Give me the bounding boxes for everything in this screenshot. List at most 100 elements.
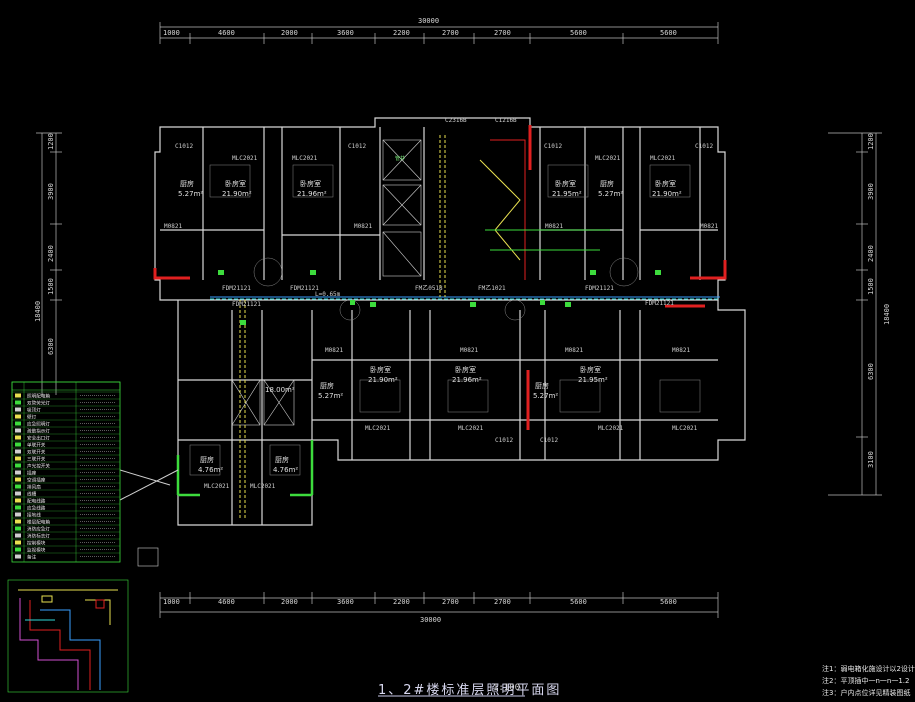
tag-mlc-6: MLC2021: [458, 425, 484, 432]
room-kitchen-area-3: 5.27m²: [318, 392, 343, 400]
legend-symbol-icon: [15, 540, 21, 545]
room-bedroom-3: 卧房室: [555, 179, 576, 188]
legend-row-label: 插座: [27, 470, 37, 477]
legend-symbol-icon: [15, 463, 21, 468]
left-seg-4: 6300: [47, 338, 55, 355]
bot-seg-8: 5600: [660, 598, 677, 606]
legend-table: 照明配电箱双管荧光灯吸顶灯壁灯应急照明灯疏散指示灯安全出口灯单联开关双联开关三联…: [11, 381, 121, 563]
tag-m0821-7: M0821: [565, 347, 583, 354]
legend-symbol-icon: [15, 428, 21, 433]
room-kitchen-area-4: 5.27m²: [533, 392, 558, 400]
legend-symbol-icon: [15, 491, 21, 496]
legend-row-label: 空调插座: [27, 477, 46, 484]
legend-row-label: 消防应急灯: [27, 526, 50, 533]
legend-row-label: 安全出口灯: [27, 435, 50, 442]
bot-seg-1: 4600: [218, 598, 235, 606]
right-seg-0: 1200: [867, 133, 875, 150]
legend-row-label: 监视模块: [27, 547, 46, 554]
legend-symbol-icon: [15, 442, 21, 447]
tag-fdm-5: FDM21121: [232, 301, 261, 308]
legend-row-label: 消防标志灯: [27, 533, 50, 540]
top-seg-7: 5600: [570, 29, 587, 37]
left-seg-2: 2400: [47, 245, 55, 262]
legend-symbol-icon: [15, 554, 21, 559]
tag-mlc-4: MLC2021: [650, 155, 676, 162]
legend-row-label: 配电线路: [27, 498, 46, 505]
building-walls: [154, 117, 746, 526]
tag-m0821-1: M0821: [164, 223, 182, 230]
tag-shaft: 管井: [395, 155, 405, 162]
top-seg-4: 2200: [393, 29, 410, 37]
bot-seg-4: 2200: [393, 598, 410, 606]
room-bedroom-5: 卧房室: [370, 365, 391, 374]
legend-row-label: 照明配电箱: [27, 393, 50, 400]
room-kitchen-3: 厨房: [320, 381, 334, 390]
left-seg-0: 1200: [47, 133, 55, 150]
note-2: 注2：平顶插中一n一n一1.2: [822, 677, 910, 685]
top-seg-2: 2000: [281, 29, 298, 37]
legend-row-label: 单联开关: [27, 442, 46, 449]
legend-row-label: 接地线: [27, 512, 41, 519]
tag-m0821-3: M0821: [545, 223, 563, 230]
legend-row-label: 壁灯: [27, 414, 37, 421]
room-kitchen-5: 厨房: [200, 455, 214, 464]
red-wall-accents: [153, 125, 727, 430]
furniture-hatch: [189, 164, 701, 476]
room-bedroom-area-2: 21.96m²: [297, 190, 327, 198]
legend-symbol-icon: [15, 533, 21, 538]
top-seg-6: 2700: [494, 29, 511, 37]
tag-m0821-6: M0821: [460, 347, 478, 354]
room-bedroom-area-1: 21.90m²: [222, 190, 252, 198]
bottom-total-dim: 30000: [420, 616, 441, 624]
right-dimension-chain: [828, 132, 882, 496]
legend-row-label: 双联开关: [27, 449, 46, 456]
room-bedroom-area-5: 21.90m²: [368, 376, 398, 384]
legend-row-label: 双管荧光灯: [27, 400, 50, 407]
tag-m0821-5: M0821: [325, 347, 343, 354]
tag-fire-door-2: FM乙1021: [478, 285, 506, 292]
legend-symbol-icon: [15, 449, 21, 454]
room-bedroom-area-6: 21.96m²: [452, 376, 482, 384]
room-labels: 厨房 5.27m² 卧房室 21.90m² 卧房室 21.96m² 卧房室 21…: [178, 179, 682, 474]
tag-c1012-6: C1012: [540, 437, 558, 444]
note-3: 注3：户内点位详见精装图纸: [822, 689, 911, 697]
left-seg-1: 3900: [47, 183, 55, 200]
room-kitchen-area-1: 5.27m²: [178, 190, 203, 198]
note-1: 注1：弱电箱化施设计以2设计: [822, 665, 915, 673]
top-seg-3: 3600: [337, 29, 354, 37]
top-seg-1: 4600: [218, 29, 235, 37]
top-dimension-chain: [159, 22, 719, 44]
legend-symbol-icon: [15, 519, 21, 524]
legend-symbol-icon: [15, 400, 21, 405]
legend-symbol-icon: [15, 498, 21, 503]
tag-mlc-10: MLC2021: [250, 483, 276, 490]
tag-line-length: L=0.65m: [315, 291, 341, 298]
bot-seg-7: 5600: [570, 598, 587, 606]
tag-c1012-2: C1012: [348, 143, 366, 150]
legend-symbol-icon: [15, 414, 21, 419]
left-seg-3: 1500: [47, 278, 55, 295]
fixture-markers: [218, 270, 661, 325]
tag-c2316b: C2316B: [445, 117, 467, 124]
legend-row-label: 备注: [27, 554, 37, 561]
bot-seg-0: 1000: [163, 598, 180, 606]
corridor-wiring: [119, 135, 720, 520]
top-seg-5: 2700: [442, 29, 459, 37]
room-bedroom-area-7: 21.95m²: [578, 376, 608, 384]
room-kitchen-6: 厨房: [275, 455, 289, 464]
right-seg-2: 2400: [867, 245, 875, 262]
legend-symbol-icon: [15, 505, 21, 510]
right-seg-4: 6300: [867, 363, 875, 380]
door-window-tags: C1012 MLC2021 MLC2021 C1012 C1012 MLC202…: [164, 117, 718, 490]
tag-m0821-8: M0821: [672, 347, 690, 354]
legend-symbol-icon: [15, 477, 21, 482]
legend-row-label: 疏散指示灯: [27, 428, 50, 435]
riser-diagram: [7, 547, 159, 693]
legend-symbol-icon: [15, 484, 21, 489]
tag-m0821-4: M0821: [700, 223, 718, 230]
room-bathroom-area-2: 4.76m²: [273, 466, 298, 474]
tag-fdm-3: FDM21121: [585, 285, 614, 292]
right-seg-1: 3900: [867, 183, 875, 200]
room-bedroom-area-4: 21.90m²: [652, 190, 682, 198]
